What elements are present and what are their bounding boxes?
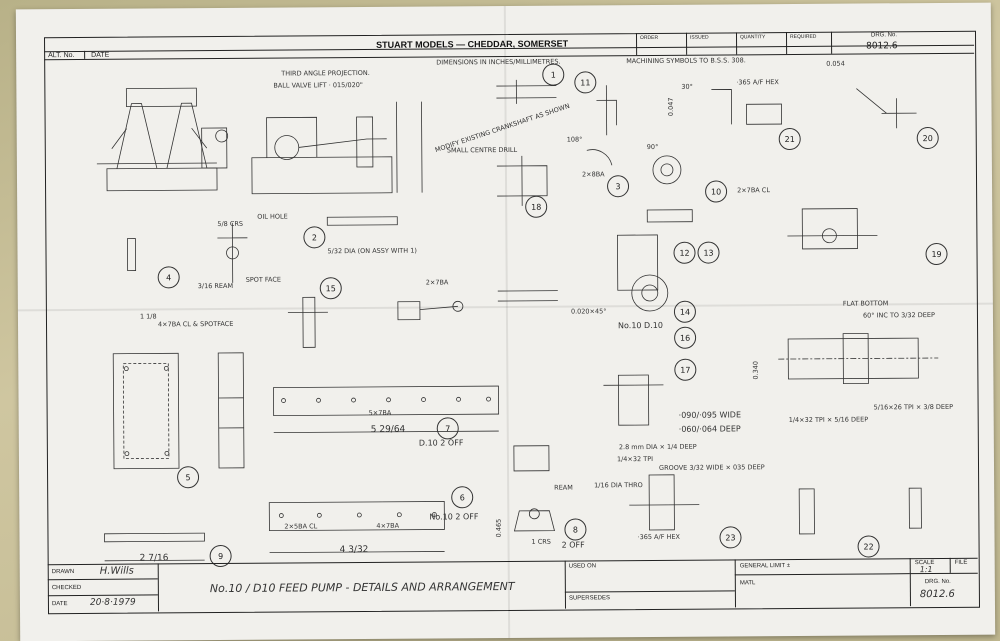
part-number-4: 4 bbox=[157, 266, 180, 289]
part-number-10: 10 bbox=[705, 180, 728, 203]
date-value: 20·8·1979 bbox=[89, 597, 136, 608]
chamfer-note: 0.020×45° bbox=[570, 307, 607, 316]
part-number-18: 18 bbox=[525, 195, 548, 218]
dimensions-note: DIMENSIONS IN INCHES/MILLIMETRES. bbox=[436, 57, 561, 67]
pump-assembly-view bbox=[96, 87, 229, 192]
wide-090-note: ·090/·095 WIDE bbox=[678, 410, 742, 420]
file-label: FILE bbox=[954, 559, 968, 566]
part-number-13: 13 bbox=[697, 241, 720, 264]
part-number-3: 3 bbox=[606, 175, 630, 198]
dim-1-1-8-note: 1 1/8 bbox=[139, 312, 157, 321]
dim-465-note: 0.465 bbox=[494, 518, 503, 538]
deg60-note: 60° INC TO 3/32 DEEP bbox=[862, 311, 935, 320]
part-number-15: 15 bbox=[319, 277, 342, 300]
title-drg-no: 8012.6 bbox=[919, 588, 955, 601]
used-on-label: USED ON bbox=[568, 563, 597, 570]
two-7ba-note: 2×7BA bbox=[425, 278, 449, 287]
projection-note: THIRD ANGLE PROJECTION. bbox=[281, 68, 370, 78]
part-number-16: 16 bbox=[674, 326, 697, 349]
ream-note: 3/16 REAM bbox=[197, 281, 234, 291]
tpi-deep-note: 1/4×32 TPI × 5/16 DEEP bbox=[788, 415, 869, 425]
part-number-6: 6 bbox=[451, 486, 474, 509]
dim-0340-note: 0.340 bbox=[751, 360, 760, 380]
part-number-19: 19 bbox=[925, 242, 948, 266]
part-number-7: 7 bbox=[436, 417, 459, 440]
matl-label: MATL bbox=[739, 580, 756, 587]
scale-value: 1:1 bbox=[919, 565, 933, 575]
crs-part8-note: 1 CRS bbox=[531, 537, 551, 546]
dim-5-29-64-note: 5 29/64 bbox=[370, 424, 406, 435]
part-number-5: 5 bbox=[176, 466, 200, 489]
two-off-note: 2 OFF bbox=[561, 540, 585, 550]
supersedes-label: SUPERSEDES bbox=[568, 595, 610, 602]
angle-30-note: 30° bbox=[681, 82, 693, 91]
part-number-14: 14 bbox=[673, 300, 697, 323]
ream-part8-note: REAM bbox=[554, 483, 573, 492]
spotface-left-note: 4×7BA CL & SPOTFACE bbox=[157, 319, 234, 329]
part-number-21: 21 bbox=[778, 127, 801, 151]
part-number-20: 20 bbox=[916, 126, 939, 150]
drawing-title: No.10 / D10 FEED PUMP - DETAILS AND ARRA… bbox=[209, 579, 515, 596]
dim-4-3-32-note: 4 3/32 bbox=[339, 544, 369, 556]
technical-drawing bbox=[96, 79, 939, 562]
five-7ba-note: 5×7BA bbox=[368, 408, 392, 417]
crs-note: 5/8 CRS bbox=[217, 219, 244, 229]
drawn-label: DRAWN bbox=[51, 569, 75, 576]
drawing-sheet: ALT. No. DATE STUART MODELS — CHEDDAR, S… bbox=[15, 2, 996, 641]
two-8ba-note: 2×8BA bbox=[581, 170, 605, 179]
two-7ba-cl-note: 2×7BA CL bbox=[737, 186, 770, 195]
oil-hole-note: OIL HOLE bbox=[257, 212, 288, 221]
drawn-by: H.Wills bbox=[99, 565, 134, 577]
part-number-12: 12 bbox=[673, 241, 696, 264]
checked-label: CHECKED bbox=[51, 584, 82, 592]
part-number-1: 1 bbox=[542, 63, 565, 86]
four-7ba-note: 4×7BA bbox=[376, 521, 400, 530]
spot-face-note: SPOT FACE bbox=[245, 275, 282, 284]
part-number-17: 17 bbox=[674, 358, 697, 381]
machining-note: MACHINING SYMBOLS TO B.S.S. 308. bbox=[626, 56, 746, 66]
ball-valve-note: BALL VALVE LIFT · 015/020" bbox=[273, 80, 363, 90]
date-label: DATE bbox=[51, 601, 68, 608]
dim-054-note: 0.054 bbox=[826, 59, 845, 68]
af-hex-top-note: ·365 A/F HEX bbox=[736, 78, 779, 87]
groove-note: GROOVE 3/32 WIDE × 035 DEEP bbox=[658, 463, 765, 472]
angle-108-note: 108° bbox=[566, 135, 583, 144]
thread-note: 1/4×32 TPI bbox=[616, 454, 654, 464]
title-drg-no-label: DRG. No. bbox=[924, 578, 951, 586]
part-number-23: 23 bbox=[719, 526, 742, 549]
two-5ba-note: 2×5BA CL bbox=[284, 522, 318, 531]
part-number-2: 2 bbox=[303, 226, 326, 249]
part-number-11: 11 bbox=[574, 71, 597, 94]
small-centre-note: SMALL CENTRE DRILL bbox=[446, 145, 518, 155]
dim-2-7-16-note: 2 7/16 bbox=[139, 553, 169, 564]
d10-2off-note: D.10 2 OFF bbox=[418, 438, 464, 448]
general-limit-label: GENERAL LIMIT ± bbox=[739, 563, 791, 570]
part-number-22: 22 bbox=[857, 535, 880, 558]
part-number-8: 8 bbox=[564, 518, 587, 541]
dia-thro-note: 1/16 DIA THRO bbox=[594, 481, 643, 490]
dia-deep-note: 2.8 mm DIA × 1/4 DEEP bbox=[618, 442, 697, 452]
n10-d10-note: No.10 D.10 bbox=[617, 320, 663, 331]
dim-047-note: 0.047 bbox=[666, 97, 675, 117]
angle-90-note: 90° bbox=[646, 142, 659, 152]
pump-side-view bbox=[251, 101, 423, 195]
af-hex-note: ·365 A/F HEX bbox=[637, 532, 680, 542]
dia-assy-note: 5/32 DIA (ON ASSY WITH 1) bbox=[327, 246, 417, 256]
tpi26-note: 5/16×26 TPI × 3/8 DEEP bbox=[873, 402, 954, 412]
deep-060-note: ·060/·064 DEEP bbox=[678, 424, 741, 434]
n10-2off-note: No.10 2 OFF bbox=[429, 512, 479, 522]
flat-bottom-note: FLAT BOTTOM bbox=[842, 299, 889, 308]
